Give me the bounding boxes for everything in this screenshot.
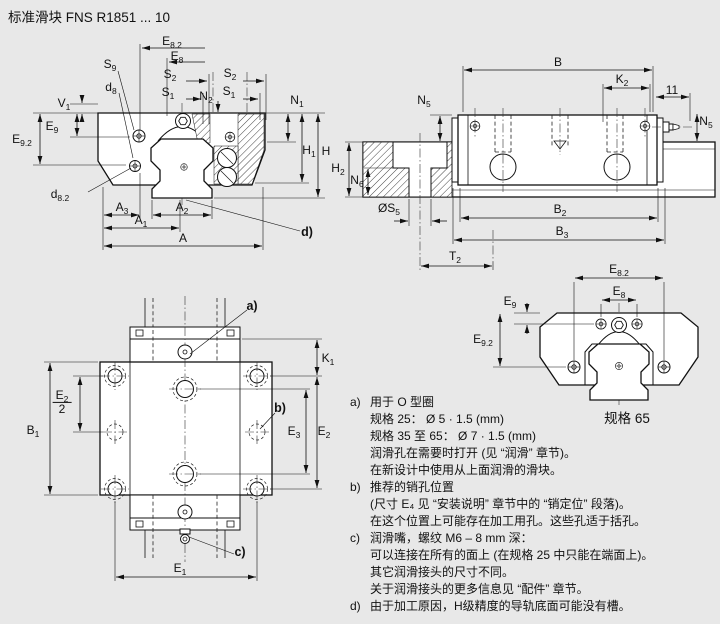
size-65-caption: 规格 65 (604, 411, 650, 426)
dim-label-d8-2: d8.2 (50, 187, 70, 203)
footnote-d: d) 由于加工原因，H级精度的导轨底面可能没有槽。 (350, 598, 716, 615)
page-title: 标准滑块 FNS R1851 ... 10 (8, 10, 171, 25)
dim-label-n5-right: N5 (699, 114, 713, 130)
dim-label-h2: H2 (331, 161, 345, 177)
dim-label-e9: E9 (45, 119, 59, 135)
dim-label-n2: N2 (199, 89, 213, 105)
dim-label-a: A (178, 231, 188, 245)
footnote-a: a) 用于 O 型圈 规格 25： Ø 5 · 1.5 (mm) 规格 35 至… (350, 394, 716, 479)
size65-view (493, 275, 699, 406)
dim-label-s2-left: S2 (163, 67, 177, 83)
footnote-line: 规格 35 至 65： Ø 7 · 1.5 (mm) (370, 429, 537, 443)
side-view-geometry (362, 108, 716, 272)
footnote-line: 润滑嘴，螺纹 M6 – 8 mm 深： (370, 531, 533, 545)
dim-label-t2: T2 (448, 249, 462, 265)
dim-label-e2-half: E2 2 (52, 389, 72, 415)
dim-label-d8: d8 (105, 80, 117, 96)
footnotes: a) 用于 O 型圈 规格 25： Ø 5 · 1.5 (mm) 规格 35 至… (350, 394, 716, 615)
dim-label-n6: N6 (350, 173, 364, 189)
dim-label-n5-left: N5 (417, 93, 431, 109)
side-view-dimension-lines (346, 67, 700, 269)
footnote-line: 在新设计中使用从上面润滑的滑块。 (370, 463, 563, 477)
top-view-dimension-lines (47, 340, 320, 580)
callout-d: d) (301, 224, 313, 239)
dim-label-e2: E2 (317, 424, 331, 440)
dim-label-b3: B3 (555, 224, 569, 240)
top-view (44, 296, 322, 581)
dim-label-e8-size65: E8 (612, 284, 626, 300)
mounting-holes (101, 344, 271, 520)
footnote-line: (尺寸 E₄ 见 “安装说明” 章节中的 “销定位” 段落)。 (370, 497, 631, 511)
dim-label-e9-size65: E9 (503, 294, 517, 310)
dim-label-s1-left: S1 (161, 85, 175, 101)
dim-label-b1: B1 (26, 423, 40, 439)
lube-port-bottom (177, 504, 193, 520)
dim-label-s2-right: S2 (223, 66, 237, 82)
callout-a: a) (246, 298, 258, 313)
dim-label-b: B (553, 55, 563, 69)
front-view-extension-lines (33, 44, 325, 250)
dim-label-a2: A2 (175, 200, 189, 216)
rail-profile-65 (588, 343, 650, 401)
dim-label-e3: E3 (287, 424, 301, 440)
dim-label-s5: ØS5 (377, 201, 401, 217)
dim-label-a1: A1 (134, 213, 148, 229)
size65-dimension-lines (497, 275, 663, 366)
dim-label-h1: H1 (302, 143, 316, 159)
lube-port-top (177, 344, 193, 360)
dim-label-k1: K1 (321, 351, 335, 367)
front-section-view (33, 44, 325, 250)
callout-c: c) (234, 544, 246, 559)
footnote-marker: d) (350, 599, 361, 613)
grease-fitting (180, 534, 190, 544)
side-view-extension-lines (345, 66, 703, 270)
dim-label-n1: N1 (290, 93, 304, 109)
top-view-extension-lines (44, 338, 322, 581)
dim-label-b2: B2 (553, 202, 567, 218)
side-view (345, 66, 716, 272)
dim-label-e9-2: E9.2 (12, 132, 32, 148)
dim-label-s9: S9 (103, 57, 117, 73)
size65-extension-lines (493, 282, 665, 368)
footnote-line: 推荐的销孔位置 (370, 480, 455, 494)
grease-nipple (662, 121, 670, 133)
footnote-marker: b) (350, 480, 361, 494)
footnote-line: 关于润滑接头的更多信息见 “配件” 章节。 (370, 582, 589, 596)
footnote-line: 用于 O 型圈 (370, 395, 435, 409)
dim-label-s1-right: S1 (222, 84, 236, 100)
dim-label-e1: E1 (173, 561, 187, 577)
footnote-line: 由于加工原因，H级精度的导轨底面可能没有槽。 (370, 599, 631, 613)
footnote-marker: a) (350, 395, 361, 409)
top-view-geometry (99, 296, 276, 562)
footnote-line: 在这个位置上可能存在加工用孔。这些孔适于括孔。 (370, 514, 647, 528)
dim-label-11: 11 (665, 83, 679, 97)
footnote-line: 规格 25： Ø 5 · 1.5 (mm) (370, 412, 505, 426)
dim-label-e8-2-size65: E8.2 (609, 262, 629, 278)
footnote-line: 可以连接在所有的面上 (在规格 25 中只能在端面上)。 (370, 548, 654, 562)
callout-b: b) (274, 400, 286, 415)
dim-label-e8: E8 (170, 49, 184, 65)
dim-label-h: H (321, 144, 331, 158)
footnote-line: 润滑孔在需要时打开 (见 “润滑” 章节)。 (370, 446, 576, 460)
dim-label-k2: K2 (615, 72, 629, 88)
footnote-c: c) 润滑嘴，螺纹 M6 – 8 mm 深： 可以连接在所有的面上 (在规格 2… (350, 530, 716, 598)
dim-label-a3: A3 (115, 200, 129, 216)
dim-label-v1: V1 (57, 96, 71, 112)
dim-label-e9-2-size65: E9.2 (473, 332, 493, 348)
dim-label-e8-2: E8.2 (162, 34, 182, 50)
footnote-marker: c) (350, 531, 360, 545)
footnote-b: b) 推荐的销孔位置 (尺寸 E₄ 见 “安装说明” 章节中的 “销定位” 段落… (350, 479, 716, 530)
front-view-geometry (97, 112, 266, 199)
footnote-line: 其它润滑接头的尺寸不同。 (370, 565, 515, 579)
front-view-dimension-lines (37, 45, 321, 249)
